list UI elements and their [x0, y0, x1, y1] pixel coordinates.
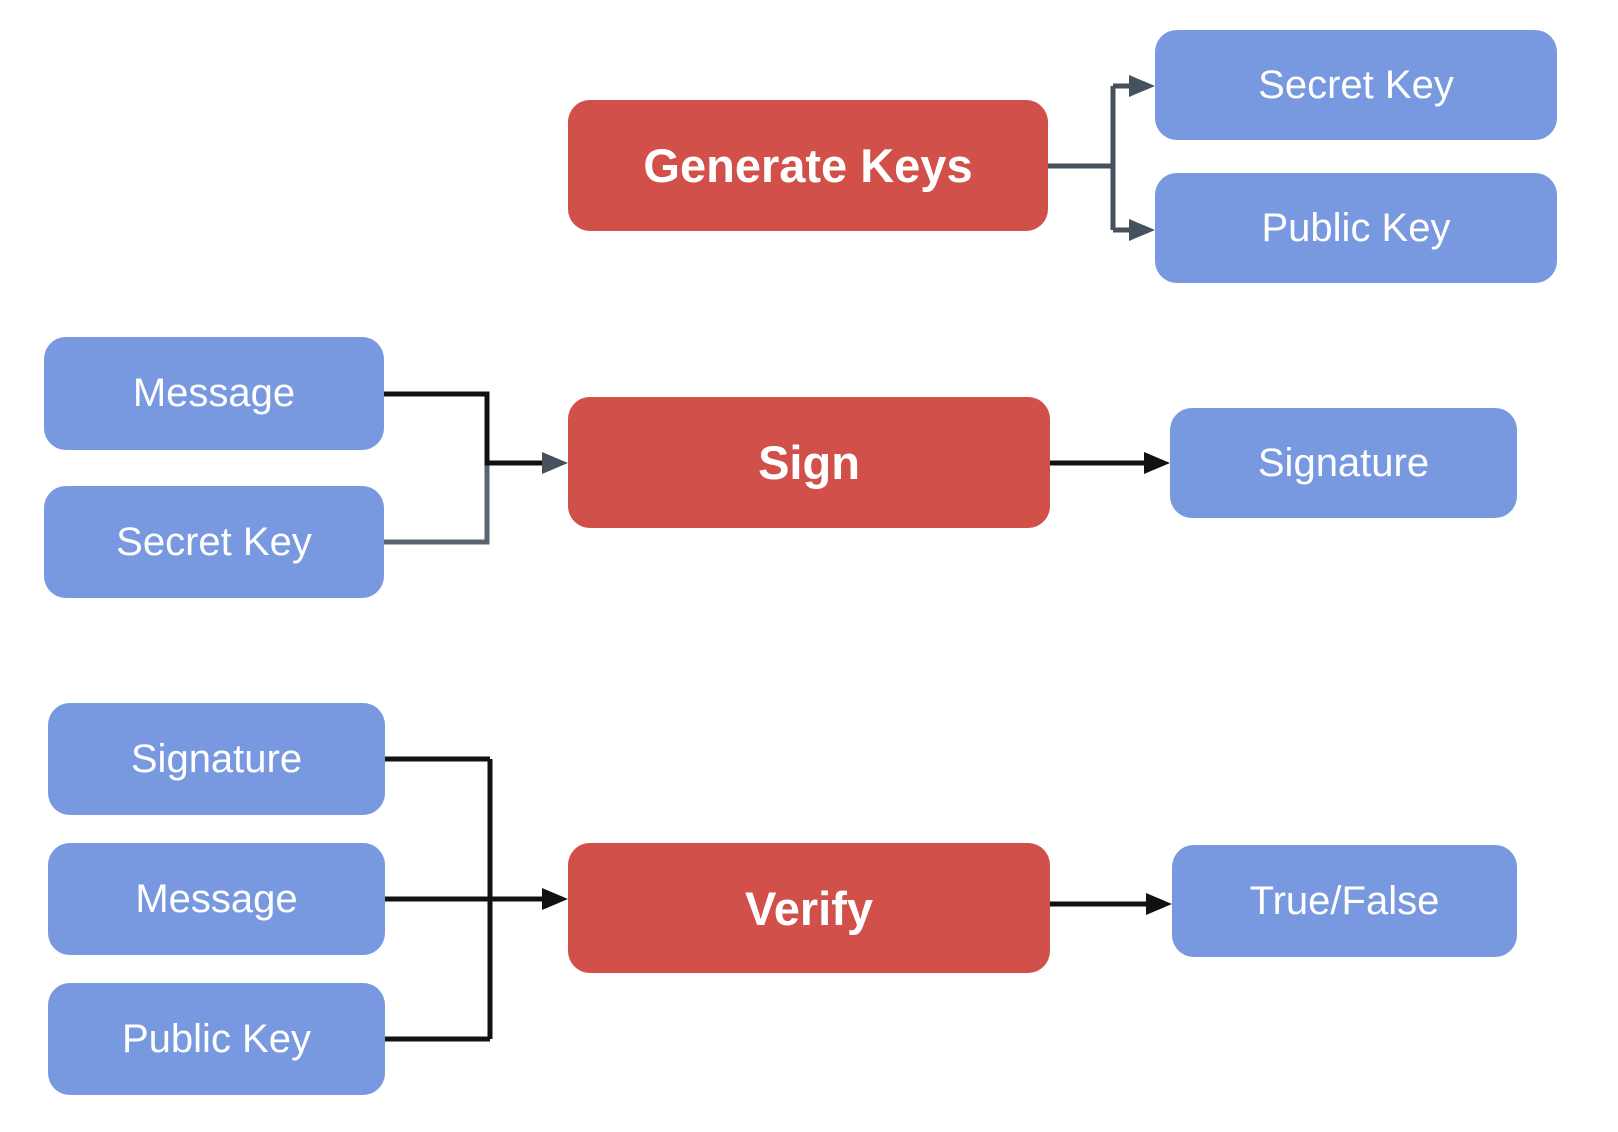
node-secret-key-output: Secret Key	[1155, 30, 1557, 140]
arrowhead-sign-input	[542, 452, 568, 474]
arrowhead-verify-input	[542, 888, 568, 910]
node-message-verify-input: Message	[48, 843, 385, 955]
node-message-sign-input-label: Message	[132, 371, 296, 415]
node-secret-key-sign-input: Secret Key	[44, 486, 384, 598]
arrowhead-truefalse-output	[1146, 893, 1172, 915]
node-message-verify-input-label: Message	[135, 876, 298, 921]
arrowhead-public-key-top	[1129, 219, 1155, 241]
node-verify: Verify	[568, 843, 1050, 973]
node-signature-verify-input-label: Signature	[130, 736, 303, 781]
node-secret-key-sign-input-label: Secret Key	[116, 519, 312, 564]
node-generate-keys-label: Generate Keys	[643, 139, 973, 192]
edge-inputs-to-verify	[385, 756, 544, 1042]
edge-generatekeys-to-keys	[1048, 83, 1131, 233]
node-public-key-output-label: Public Key	[1261, 205, 1451, 250]
node-sign-label: Sign	[758, 436, 860, 489]
node-generate-keys: Generate Keys	[568, 100, 1048, 231]
edge-message-to-sign	[384, 391, 544, 466]
arrowhead-signature-output	[1144, 452, 1170, 474]
node-true-false: True/False	[1172, 845, 1517, 957]
node-public-key-output: Public Key	[1155, 173, 1557, 283]
node-true-false-label: True/False	[1249, 878, 1440, 923]
node-signature-output: Signature	[1170, 408, 1517, 518]
node-secret-key-output-label: Secret Key	[1258, 62, 1454, 107]
edge-secretkey-to-sign	[384, 463, 490, 545]
node-signature-verify-input: Signature	[48, 703, 385, 815]
node-public-key-verify-input: Public Key	[48, 983, 385, 1095]
node-verify-label: Verify	[744, 881, 874, 935]
node-public-key-verify-input-label: Public Key	[122, 1016, 311, 1061]
node-message-sign-input: Message	[44, 337, 384, 450]
arrowhead-secret-key-top	[1129, 75, 1155, 97]
node-sign: Sign	[568, 397, 1050, 528]
node-signature-output-label: Signature	[1257, 440, 1430, 485]
